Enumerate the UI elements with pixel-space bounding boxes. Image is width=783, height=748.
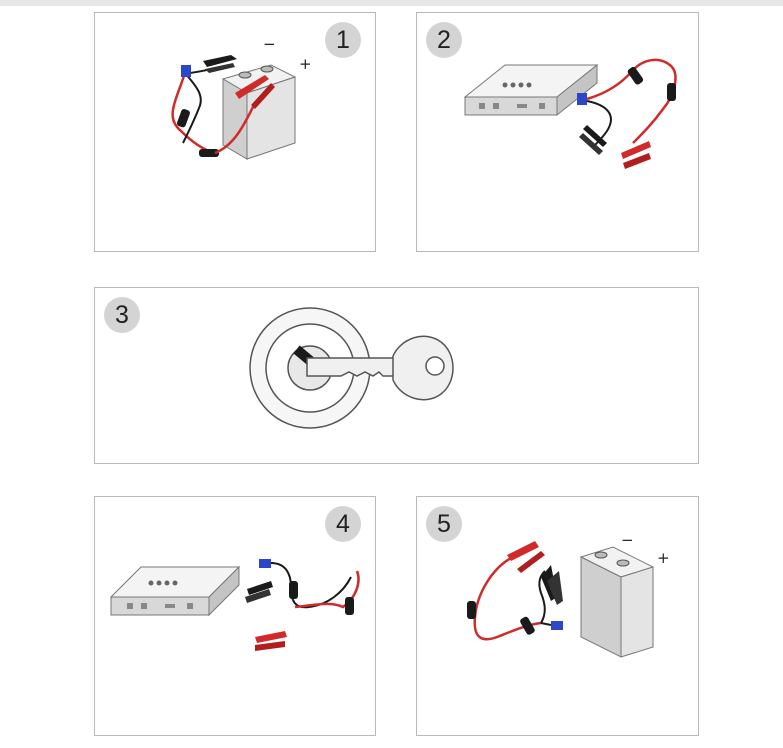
positive-sign: + — [299, 55, 312, 73]
jump-starter-icon — [463, 63, 599, 117]
black-clamp-icon — [579, 125, 607, 155]
jump-starter-icon — [109, 565, 241, 617]
positive-sign: + — [657, 549, 670, 567]
battery-icon — [579, 546, 655, 658]
black-clamp-icon — [541, 565, 563, 605]
jumper-cable-icon — [259, 559, 360, 615]
step-5-badge: 5 — [426, 506, 462, 542]
step-3-panel: 3 — [94, 287, 699, 464]
step-2-panel: 2 — [416, 12, 699, 252]
step-4-badge: 4 — [325, 506, 361, 542]
step-5-panel: 5 − + — [416, 496, 699, 736]
jumper-cable-icon — [467, 555, 563, 641]
red-clamp-icon — [235, 75, 275, 109]
step-4-panel: 4 — [94, 496, 376, 736]
red-clamp-icon — [507, 541, 545, 573]
ignition-key-icon — [249, 307, 454, 429]
red-clamp-icon — [255, 631, 287, 651]
black-clamp-icon — [245, 581, 273, 603]
jumper-cable-icon — [577, 58, 677, 146]
jumper-cable-icon — [171, 64, 257, 157]
step-3-badge: 3 — [104, 297, 140, 333]
top-edge-strip — [0, 0, 783, 6]
red-clamp-icon — [621, 141, 651, 169]
step-1-badge: 1 — [325, 22, 361, 58]
connector-icon — [181, 65, 191, 77]
negative-sign: − — [621, 531, 634, 549]
negative-sign: − — [263, 35, 276, 53]
step-1-panel: 1 − + — [94, 12, 376, 252]
black-clamp-icon — [203, 55, 237, 73]
step-2-badge: 2 — [426, 22, 462, 58]
